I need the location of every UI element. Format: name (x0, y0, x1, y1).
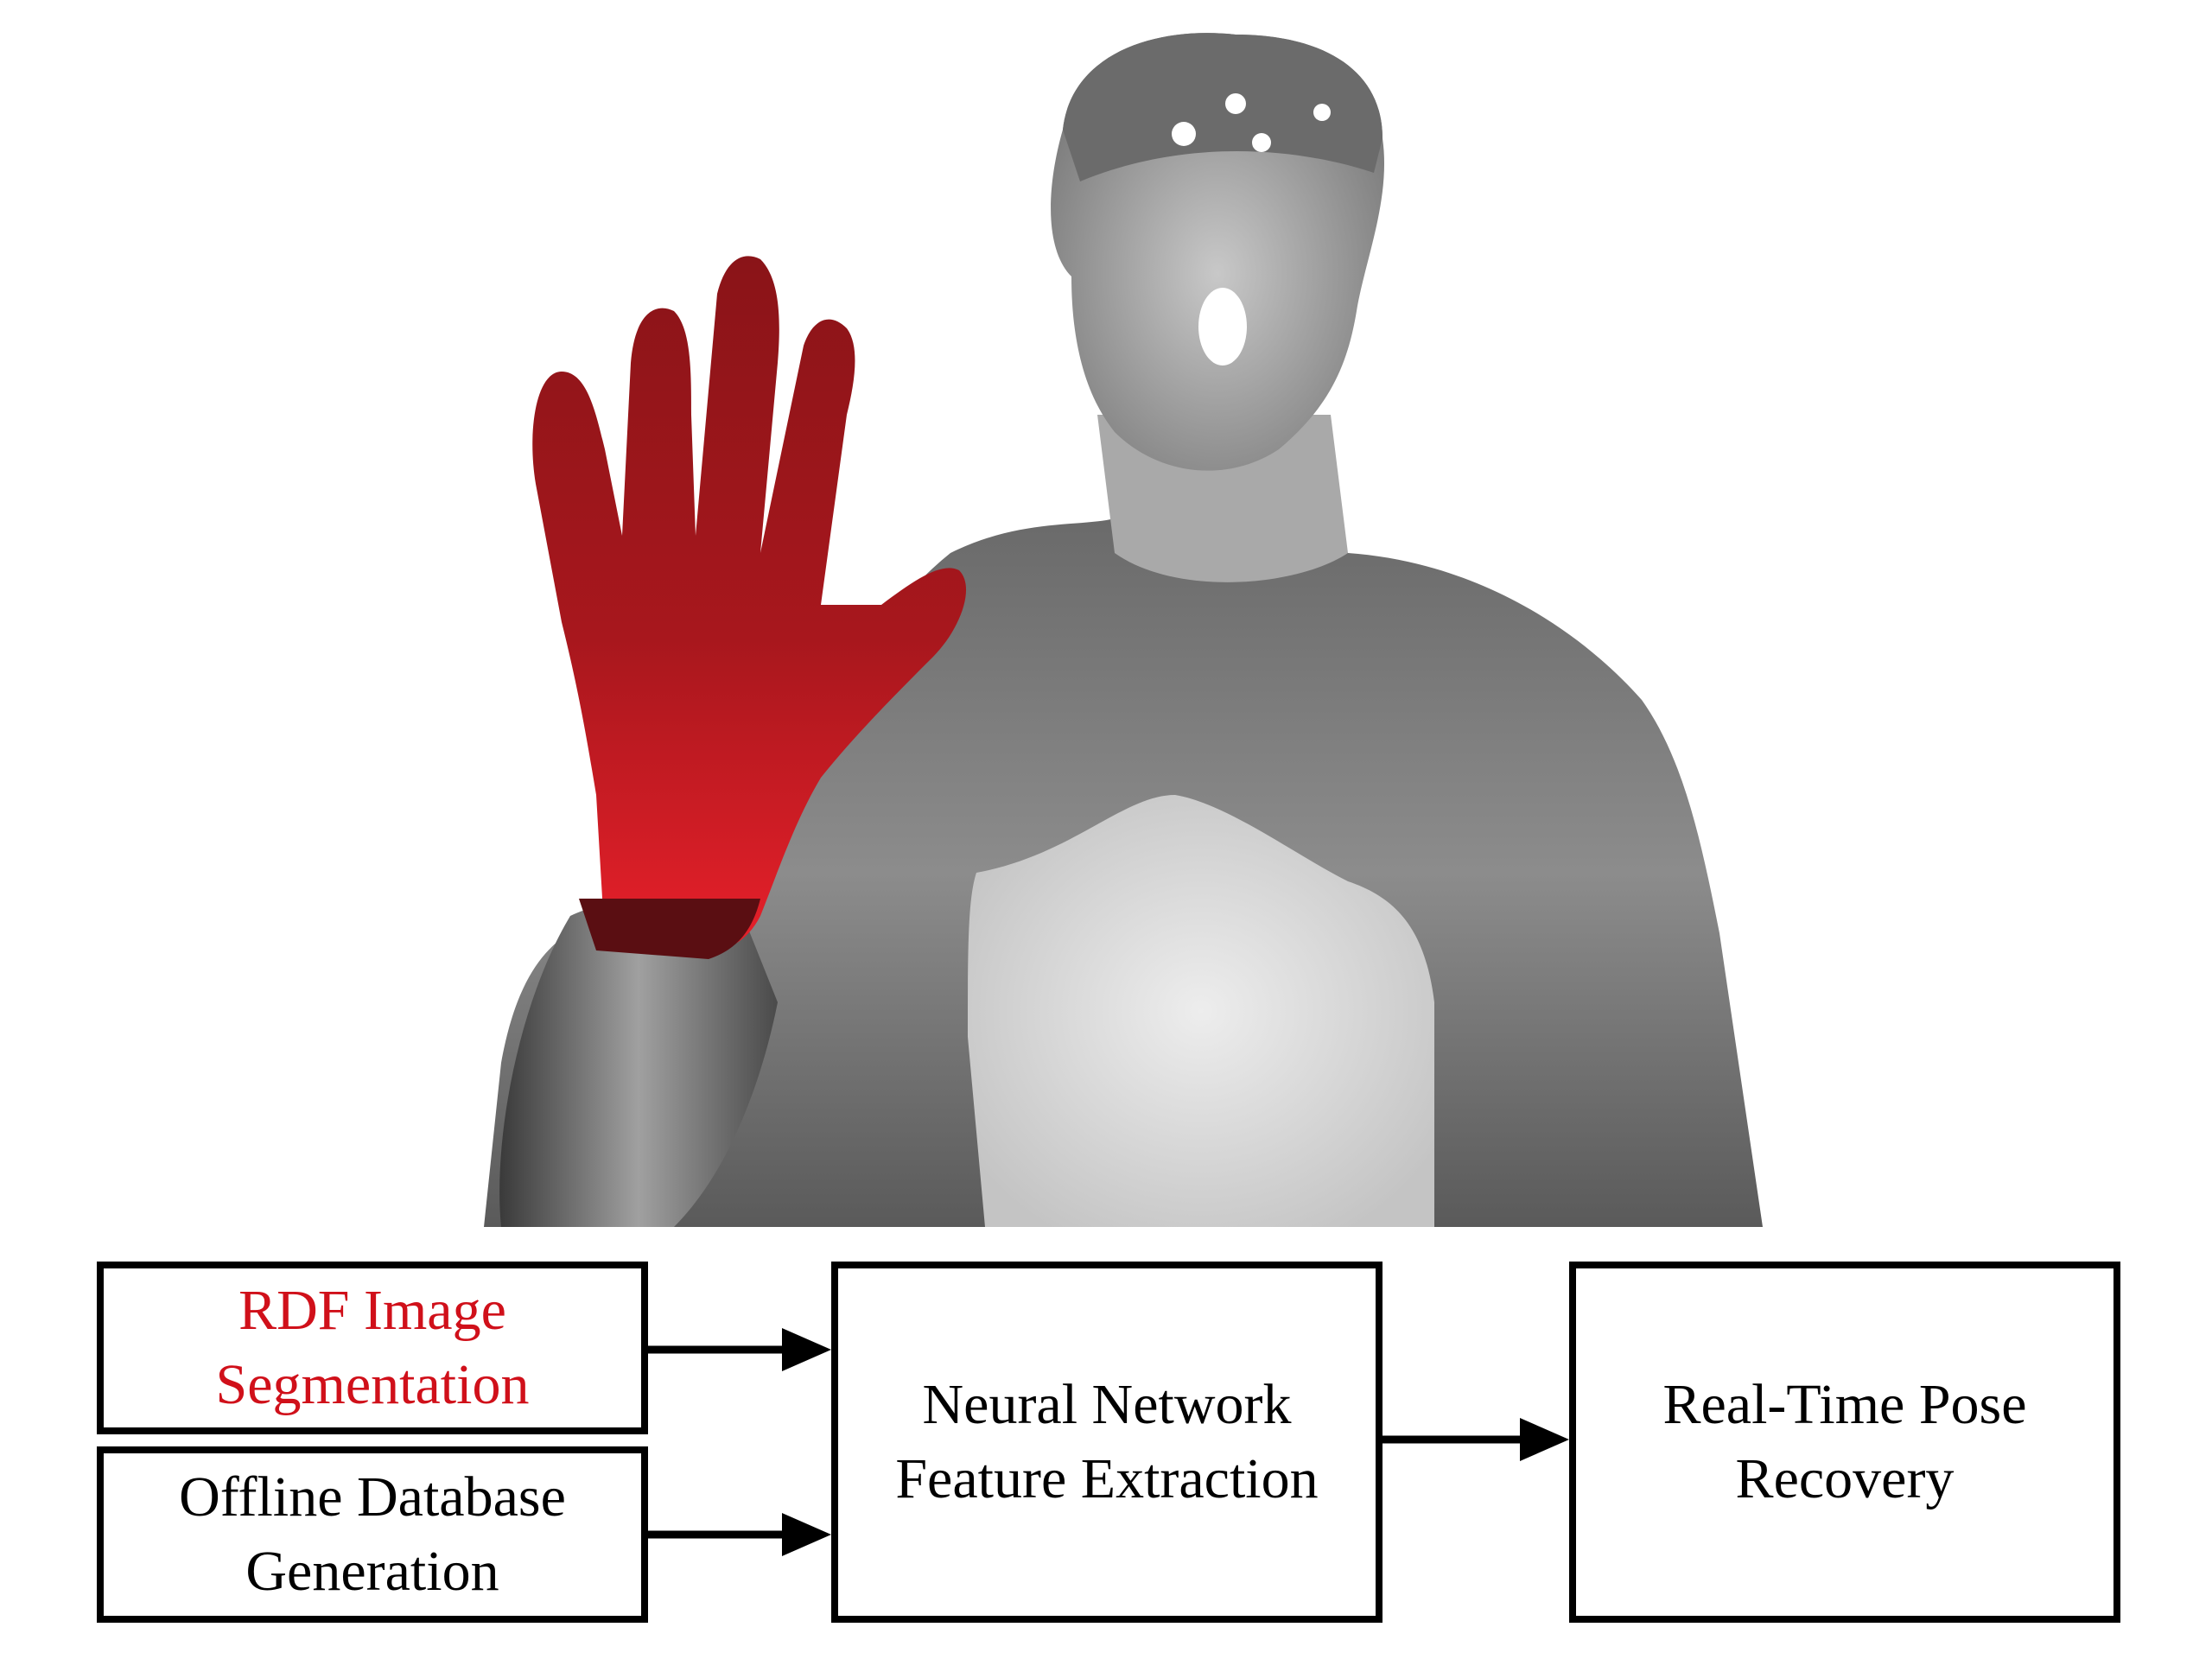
chest-region (968, 795, 1434, 1227)
pose-line-1: Real-Time Pose (1662, 1373, 2027, 1436)
forearm (499, 899, 778, 1227)
offline-database-label: Offline Database Generation (179, 1460, 566, 1609)
offline-database-box: Offline Database Generation (97, 1446, 648, 1623)
rdf-segmentation-box: RDF Image Segmentation (97, 1262, 648, 1434)
hand-shape (532, 256, 967, 954)
neural-network-label: Neural Network Feature Extraction (895, 1368, 1318, 1516)
hair (1063, 33, 1382, 181)
arrow-nn-to-pose (1382, 1418, 1569, 1461)
pose-recovery-label: Real-Time Pose Recovery (1662, 1368, 2026, 1516)
mouth-hole (1198, 288, 1247, 365)
offline-line-2: Generation (245, 1540, 499, 1603)
pose-recovery-box: Real-Time Pose Recovery (1569, 1262, 2120, 1623)
nn-line-1: Neural Network (922, 1373, 1292, 1436)
depth-image-figure (484, 33, 1763, 1227)
arrow-rdf-to-nn (648, 1328, 831, 1371)
wrist-dark (579, 899, 760, 959)
rdf-segmentation-label: RDF Image Segmentation (216, 1274, 530, 1422)
hair-speck (1252, 133, 1271, 152)
hair-speck (1225, 93, 1246, 114)
nn-line-2: Feature Extraction (895, 1447, 1319, 1510)
arrow-offline-to-nn (648, 1513, 831, 1556)
hair-speck (1313, 104, 1331, 121)
person-silhouette (484, 33, 1763, 1227)
pose-line-2: Recovery (1735, 1447, 1955, 1510)
offline-line-1: Offline Database (179, 1465, 566, 1529)
neural-network-box: Neural Network Feature Extraction (831, 1262, 1382, 1623)
rdf-line-1: RDF Image (238, 1279, 506, 1342)
rdf-line-2: Segmentation (215, 1353, 530, 1416)
segmented-hand (532, 256, 967, 959)
hair-speck (1172, 122, 1196, 146)
